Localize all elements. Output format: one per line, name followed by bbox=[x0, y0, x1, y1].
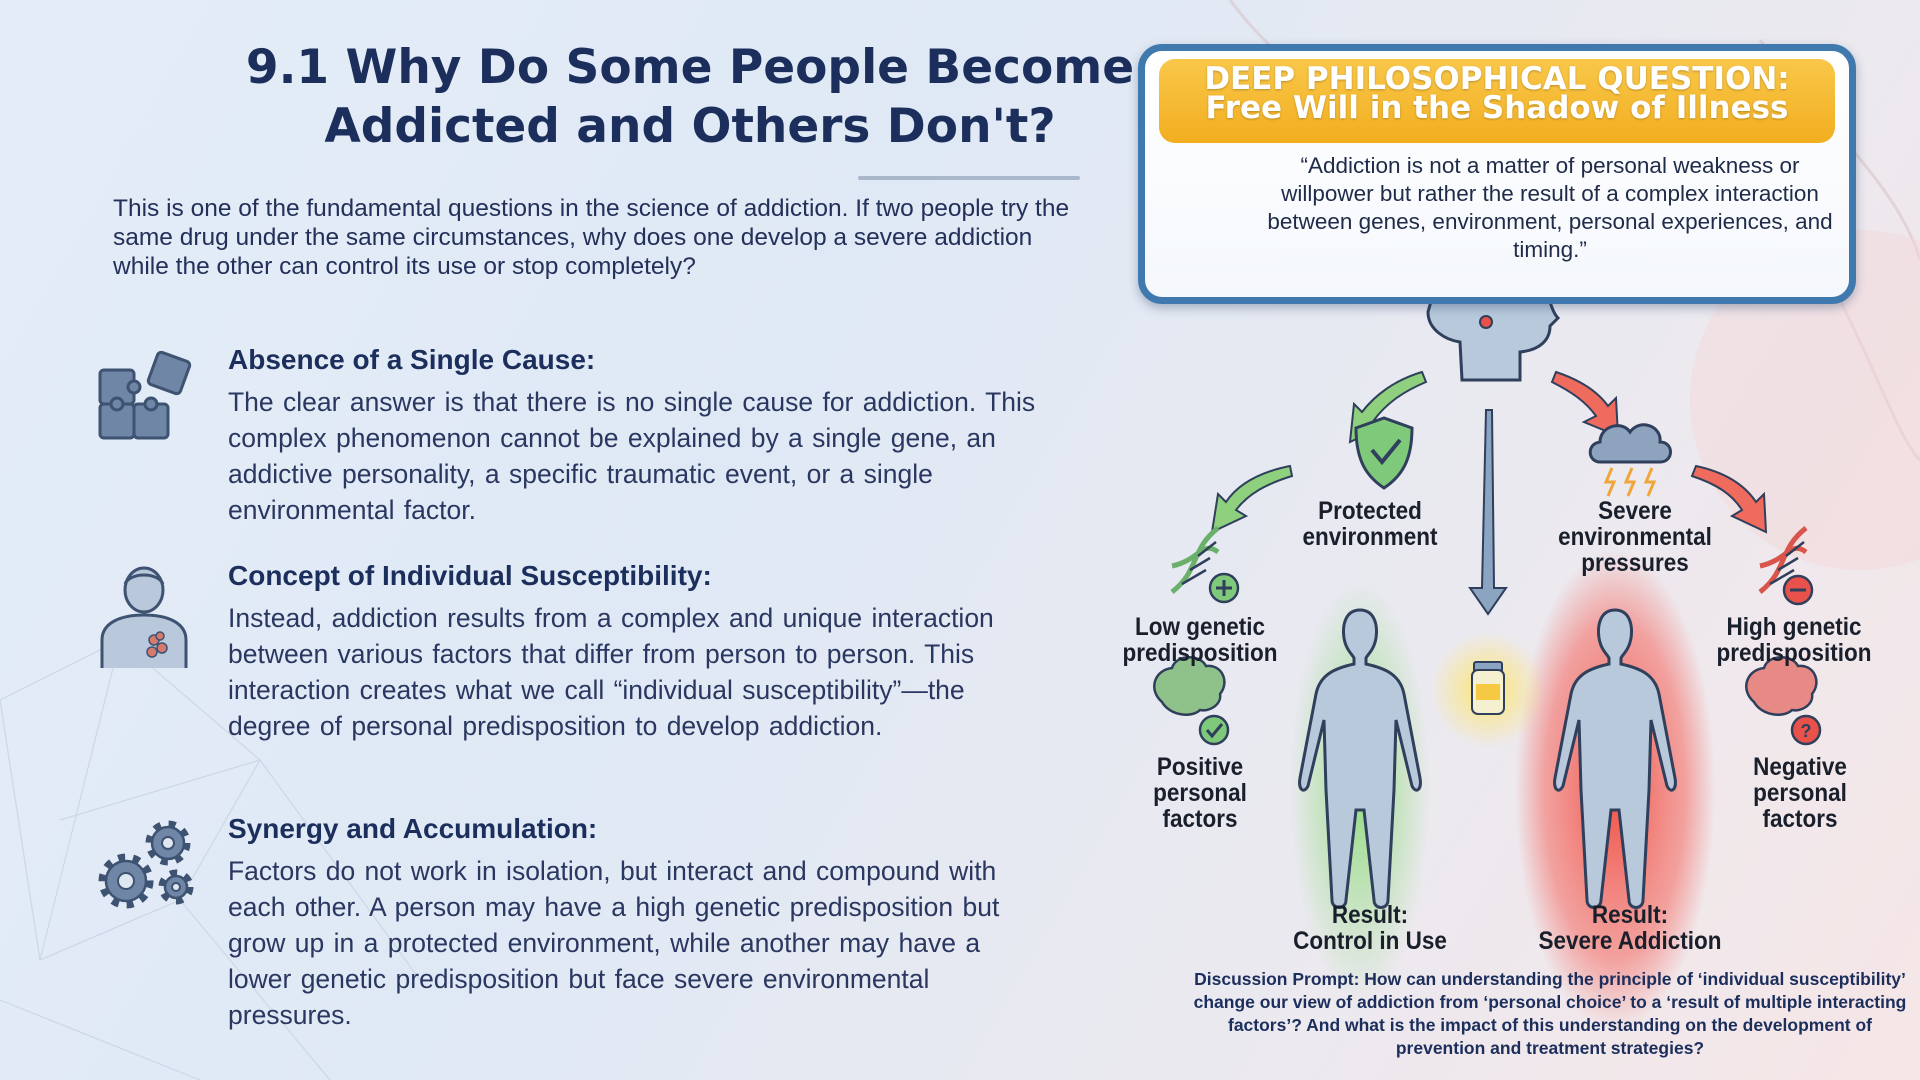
brain-negative-icon: ? bbox=[1745, 656, 1822, 746]
label-result-control: Result:Control in Use bbox=[1293, 901, 1447, 955]
brain-positive-icon bbox=[1153, 656, 1230, 746]
section-heading: Concept of Individual Susceptibility: bbox=[228, 560, 712, 591]
label-protected-environment: Protected environment bbox=[1302, 497, 1438, 551]
person-icon bbox=[100, 566, 188, 668]
label-positive-factors: Positive personal factors bbox=[1153, 753, 1247, 833]
label-result-severe: Result:Severe Addiction bbox=[1538, 901, 1722, 955]
intro-paragraph: This is one of the fundamental questions… bbox=[113, 195, 1070, 280]
susceptibility-diagram: ? Protected environment Severe environme… bbox=[1110, 270, 1920, 1080]
body-control-figure bbox=[1298, 608, 1422, 909]
dna-high-icon bbox=[1758, 526, 1814, 606]
banner-line-2: Free Will in the Shadow of Illness bbox=[1205, 90, 1789, 126]
body-addiction-figure bbox=[1553, 608, 1677, 909]
discussion-prompt: Discussion Prompt: How can understanding… bbox=[1193, 969, 1907, 1058]
diagram-graphics: ? bbox=[1153, 270, 1822, 1030]
arrow-red-1 bbox=[1550, 370, 1620, 438]
shield-icon bbox=[1354, 416, 1414, 490]
quote-text: “Addiction is not a matter of personal w… bbox=[1267, 153, 1833, 262]
arrow-red-2 bbox=[1690, 464, 1768, 534]
label-negative-factors: Negative personal factors bbox=[1753, 753, 1847, 833]
section-heading: Absence of a Single Cause: bbox=[228, 344, 596, 375]
storm-cloud-icon bbox=[1588, 423, 1672, 497]
question-banner: DEEP PHILOSOPHICAL QUESTION: Free Will i… bbox=[1159, 59, 1835, 143]
gears-icon bbox=[98, 820, 194, 909]
pill-bottle-icon bbox=[1471, 661, 1505, 715]
section-heading: Synergy and Accumulation: bbox=[228, 813, 598, 844]
label-low-genetic: Low genetic predisposition bbox=[1122, 613, 1278, 667]
arrow-green-2 bbox=[1210, 464, 1294, 534]
dna-low-icon bbox=[1170, 526, 1240, 604]
banner-line-1: DEEP PHILOSOPHICAL QUESTION: bbox=[1204, 61, 1790, 97]
label-high-genetic: High genetic predisposition bbox=[1716, 613, 1872, 667]
section-body: Instead, addiction results from a comple… bbox=[228, 603, 994, 741]
label-severe-pressures: Severe environmental pressures bbox=[1558, 497, 1712, 577]
title-divider bbox=[858, 176, 1080, 180]
philosophical-question-box: DEEP PHILOSOPHICAL QUESTION: Free Will i… bbox=[1138, 44, 1856, 304]
arrow-center-down bbox=[1468, 409, 1508, 616]
svg-text:?: ? bbox=[1801, 721, 1812, 741]
section-body: The clear answer is that there is no sin… bbox=[228, 387, 1036, 525]
puzzle-icon bbox=[98, 350, 192, 440]
section-body: Factors do not work in isolation, but in… bbox=[228, 856, 1000, 1030]
